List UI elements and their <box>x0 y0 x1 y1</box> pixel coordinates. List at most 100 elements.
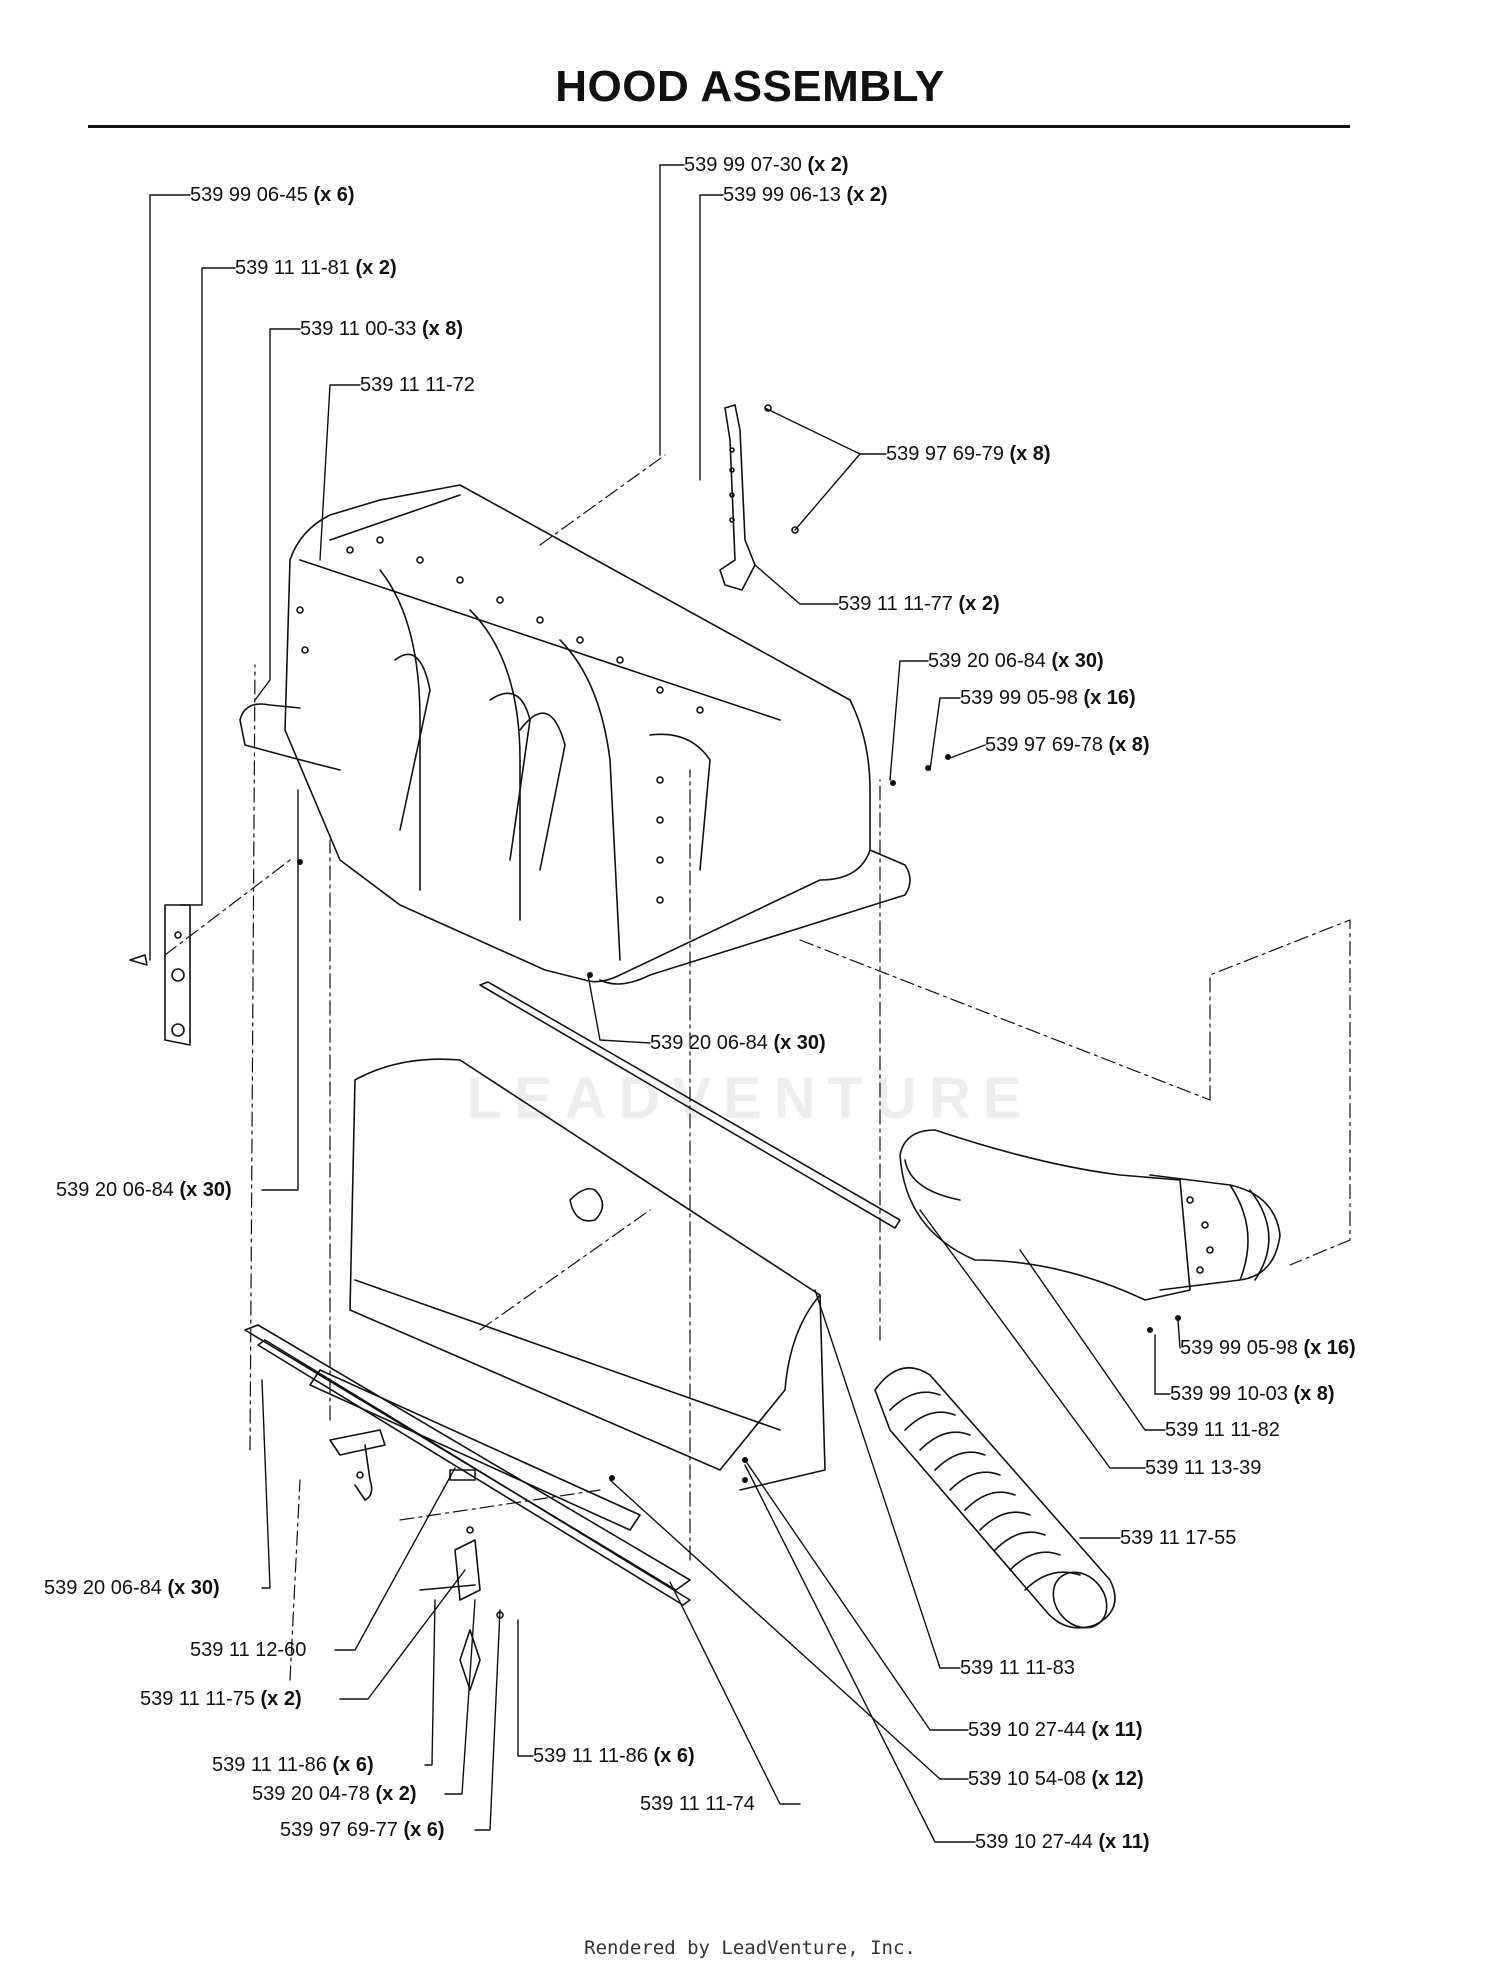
callout-539-11-11-72: 539 11 11-72 <box>360 373 475 397</box>
callout-539-99-06-45: 539 99 06-45 (x 6) <box>190 183 355 207</box>
part-quantity: (x 2) <box>958 593 1000 615</box>
part-number: 539 11 00-33 <box>300 318 417 340</box>
page-title: HOOD ASSEMBLY <box>555 62 945 111</box>
callout-539-11-11-86-a: 539 11 11-86 (x 6) <box>212 1753 374 1777</box>
latch-center <box>419 1526 504 1691</box>
part-number: 539 97 69-78 <box>985 734 1103 756</box>
callout-539-11-11-81: 539 11 11-81 (x 2) <box>235 256 397 280</box>
callout-539-11-11-77: 539 11 11-77 (x 2) <box>838 592 1000 616</box>
callout-539-99-06-13: 539 99 06-13 (x 2) <box>723 183 888 207</box>
part-quantity: (x 8) <box>1293 1383 1335 1405</box>
latch-left <box>329 1429 386 1501</box>
part-quantity: (x 11) <box>1098 1831 1150 1853</box>
watermark: LEADVENTURE <box>466 1066 1034 1131</box>
part-number: 539 10 27-44 <box>975 1831 1093 1853</box>
part-number: 539 99 06-13 <box>723 184 841 206</box>
leader-lines <box>149 164 1181 1843</box>
part-quantity: (x 30) <box>167 1577 220 1599</box>
callout-539-11-00-33: 539 11 00-33 (x 8) <box>300 317 463 341</box>
part-quantity: (x 2) <box>260 1688 302 1710</box>
part-quantity: (x 30) <box>1051 650 1104 672</box>
part-number: 539 11 11-72 <box>360 374 475 396</box>
part-number: 539 97 69-77 <box>280 1819 398 1841</box>
callout-539-20-06-84-a: 539 20 06-84 (x 30) <box>928 649 1104 673</box>
part-number: 539 20 06-84 <box>928 650 1046 672</box>
alignment-lines <box>164 454 1351 1681</box>
part-number: 539 11 11-75 <box>140 1688 255 1710</box>
sealing-strip <box>479 981 901 1229</box>
part-number: 539 99 06-45 <box>190 184 308 206</box>
callout-539-10-27-44-b: 539 10 27-44 (x 11) <box>975 1830 1150 1854</box>
part-number: 539 20 06-84 <box>44 1577 162 1599</box>
discharge-elbow <box>899 1129 1281 1301</box>
callout-539-97-69-78: 539 97 69-78 (x 8) <box>985 733 1150 757</box>
title-rule <box>88 125 1350 128</box>
callout-539-10-54-08: 539 10 54-08 (x 12) <box>968 1767 1144 1791</box>
callout-539-11-11-82: 539 11 11-82 <box>1165 1418 1280 1442</box>
hood-shell <box>239 484 911 985</box>
callout-539-11-17-55: 539 11 17-55 <box>1120 1526 1236 1550</box>
flex-hose <box>874 1366 1116 1629</box>
front-rail <box>244 1324 691 1606</box>
part-quantity: (x 6) <box>653 1745 695 1767</box>
callout-539-10-27-44-a: 539 10 27-44 (x 11) <box>968 1718 1143 1742</box>
hardware-dots <box>297 754 1181 1483</box>
callout-539-11-11-83: 539 11 11-83 <box>960 1656 1075 1680</box>
callout-539-99-07-30: 539 99 07-30 (x 2) <box>684 153 849 177</box>
part-quantity: (x 2) <box>846 184 888 206</box>
part-quantity: (x 8) <box>421 318 464 340</box>
part-quantity: (x 8) <box>1108 734 1150 756</box>
callout-539-20-04-78: 539 20 04-78 (x 2) <box>252 1782 417 1806</box>
part-number: 539 11 13-39 <box>1145 1457 1262 1479</box>
part-number: 539 11 11-86 <box>533 1745 648 1767</box>
part-quantity: (x 2) <box>375 1783 417 1805</box>
callout-539-20-06-84-d: 539 20 06-84 (x 30) <box>44 1576 220 1600</box>
side-plate <box>129 904 191 1046</box>
part-number: 539 11 11-74 <box>640 1793 755 1815</box>
part-number: 539 99 07-30 <box>684 154 802 176</box>
part-quantity: (x 12) <box>1091 1768 1144 1790</box>
part-quantity: (x 2) <box>807 154 849 176</box>
upper-bracket <box>719 404 799 591</box>
callout-539-20-06-84-b: 539 20 06-84 (x 30) <box>650 1031 826 1055</box>
callout-539-11-11-75: 539 11 11-75 (x 2) <box>140 1687 302 1711</box>
part-number: 539 10 27-44 <box>968 1719 1086 1741</box>
part-number: 539 97 69-79 <box>886 443 1004 465</box>
part-number: 539 11 12-60 <box>190 1639 307 1661</box>
callout-539-11-11-74: 539 11 11-74 <box>640 1792 755 1816</box>
part-number: 539 20 06-84 <box>650 1032 768 1054</box>
part-number: 539 10 54-08 <box>968 1768 1086 1790</box>
part-quantity: (x 30) <box>179 1179 232 1201</box>
callout-539-20-06-84-c: 539 20 06-84 (x 30) <box>56 1178 232 1202</box>
part-number: 539 11 11-83 <box>960 1657 1075 1679</box>
part-quantity: (x 8) <box>1009 443 1051 465</box>
callout-539-99-05-98-b: 539 99 05-98 (x 16) <box>1180 1336 1356 1360</box>
part-number: 539 11 17-55 <box>1120 1527 1237 1549</box>
part-quantity: (x 2) <box>355 257 397 279</box>
part-quantity: (x 16) <box>1303 1337 1356 1359</box>
callout-539-99-10-03: 539 99 10-03 (x 8) <box>1170 1382 1335 1406</box>
callout-539-11-11-86-b: 539 11 11-86 (x 6) <box>533 1744 695 1768</box>
part-number: 539 99 05-98 <box>960 687 1078 709</box>
part-quantity: (x 16) <box>1083 687 1136 709</box>
part-quantity: (x 11) <box>1091 1719 1143 1741</box>
part-number: 539 11 11-81 <box>235 257 350 279</box>
part-quantity: (x 30) <box>773 1032 826 1054</box>
part-number: 539 20 04-78 <box>252 1783 370 1805</box>
part-number: 539 11 11-86 <box>212 1754 327 1776</box>
deflector-panel <box>349 1058 826 1491</box>
part-quantity: (x 6) <box>332 1754 374 1776</box>
callout-539-97-69-79: 539 97 69-79 (x 8) <box>886 442 1051 466</box>
part-quantity: (x 6) <box>403 1819 445 1841</box>
footer-credit: Rendered by LeadVenture, Inc. <box>584 1937 916 1959</box>
part-number: 539 20 06-84 <box>56 1179 174 1201</box>
part-number: 539 99 10-03 <box>1170 1383 1288 1405</box>
part-number: 539 11 11-82 <box>1165 1419 1280 1441</box>
part-quantity: (x 6) <box>313 184 355 206</box>
part-number: 539 11 11-77 <box>838 593 953 615</box>
part-number: 539 99 05-98 <box>1180 1337 1298 1359</box>
callout-539-11-13-39: 539 11 13-39 <box>1145 1456 1261 1480</box>
callout-539-99-05-98-a: 539 99 05-98 (x 16) <box>960 686 1136 710</box>
callout-539-97-69-77: 539 97 69-77 (x 6) <box>280 1818 445 1842</box>
